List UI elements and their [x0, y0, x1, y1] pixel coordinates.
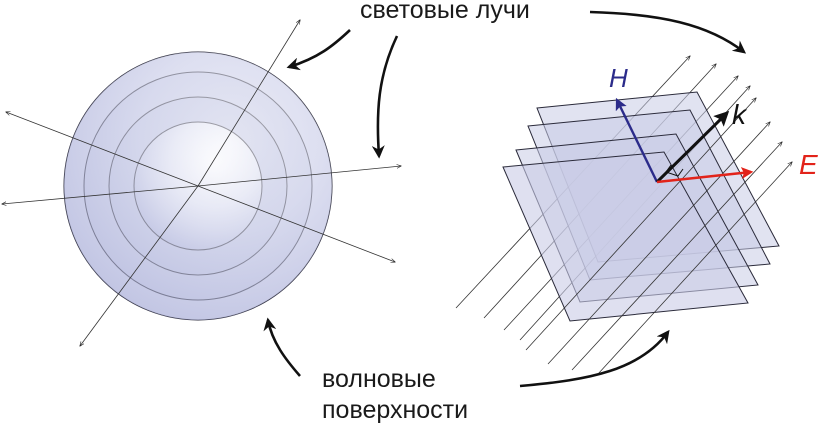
- pointer-arrow: [286, 29, 351, 71]
- light-ray: [2, 185, 199, 204]
- vector-H-label: H: [609, 63, 628, 93]
- vector-k-label: k: [732, 99, 748, 130]
- light-ray: [197, 166, 401, 187]
- light-ray: [6, 112, 199, 187]
- label-light-rays: световые лучи: [360, 0, 530, 24]
- wave-surface-plane-1: [502, 151, 749, 322]
- light-ray: [80, 185, 199, 346]
- pointer-arrow: [371, 35, 399, 159]
- vector-k-arrow: [655, 110, 730, 184]
- pointer-arrow: [589, 10, 747, 54]
- vector-E-label: E: [799, 149, 818, 180]
- pointer-arrow: [263, 317, 301, 377]
- plane-wave: H k E: [455, 56, 818, 375]
- right-angle-marker: [665, 164, 684, 177]
- light-ray: [197, 185, 395, 262]
- light-ray: [547, 122, 770, 365]
- light-ray: [597, 162, 792, 375]
- pointer-arrow: [519, 329, 670, 388]
- label-wave-surfaces-1: волновые: [322, 365, 436, 393]
- vector-H-arrow: [615, 97, 659, 183]
- label-wave-surfaces-2: поверхности: [322, 396, 468, 424]
- light-ray: [197, 20, 300, 187]
- light-ray: [571, 142, 782, 371]
- vector-E-arrow: [656, 167, 754, 184]
- light-ray: [525, 98, 756, 351]
- spherical-wave: [2, 20, 401, 346]
- pointer-arrows: [263, 10, 747, 388]
